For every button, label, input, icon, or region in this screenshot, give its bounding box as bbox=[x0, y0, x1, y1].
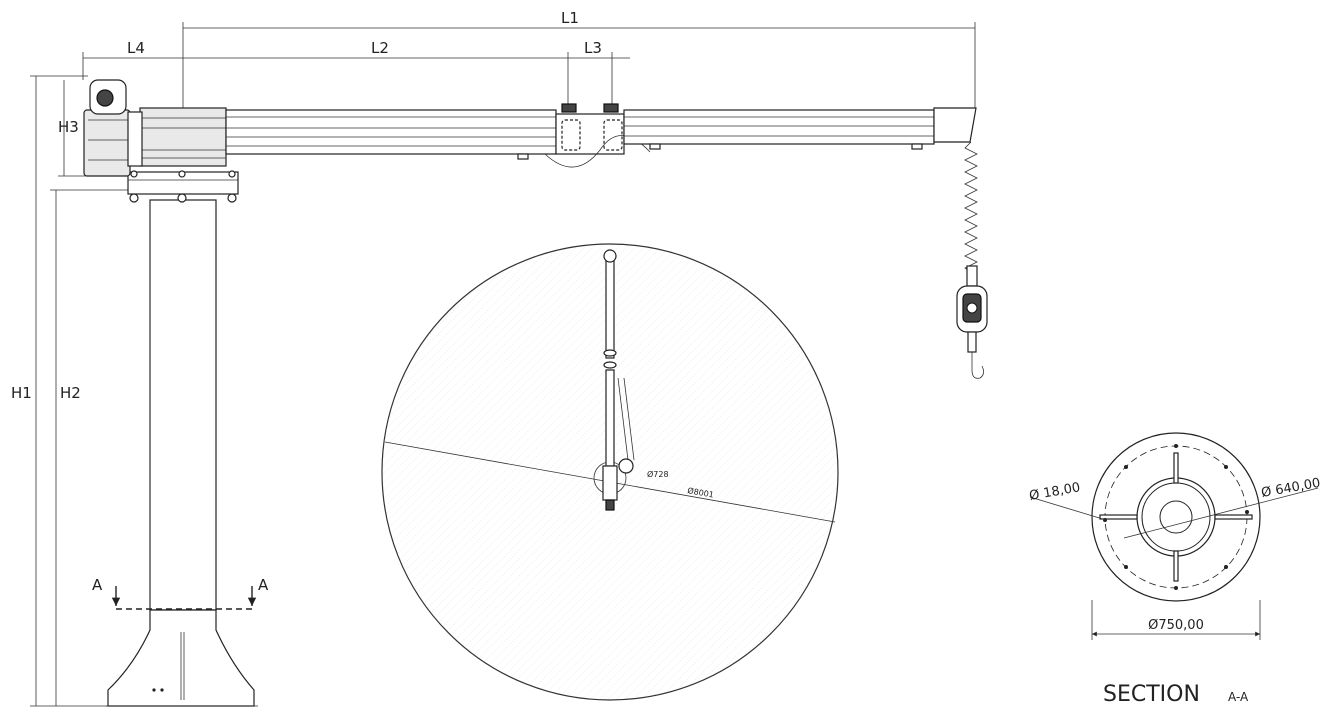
section-marker-left: A bbox=[92, 576, 103, 594]
plan-outer-diameter-label: Ø8001 bbox=[687, 485, 715, 499]
label-l1: L1 bbox=[561, 9, 579, 27]
bolt-circle-diameter-label: Ø 640,00 bbox=[1260, 476, 1322, 501]
section-marker-right: A bbox=[258, 576, 269, 594]
jib-arm-outer bbox=[623, 107, 977, 150]
label-l2: L2 bbox=[371, 39, 389, 57]
label-h1: H1 bbox=[11, 384, 32, 402]
dimension-l3: L3 bbox=[568, 39, 630, 110]
dimension-h3: H3 bbox=[58, 80, 128, 177]
section-a-a: Ø 18,00 Ø 640,00 Ø750,00 SECTION A-A bbox=[1028, 432, 1322, 707]
elevation-view: L1 L4 L2 L3 H1 H2 bbox=[11, 9, 988, 707]
dimension-l4: L4 bbox=[82, 39, 183, 80]
dimension-h2: H2 bbox=[50, 189, 132, 706]
base-plate-circle bbox=[1091, 432, 1261, 602]
base-diameter-label: Ø750,00 bbox=[1148, 618, 1204, 633]
label-l4: L4 bbox=[127, 39, 145, 57]
slewing-ring bbox=[127, 107, 227, 167]
section-subtitle: A-A bbox=[1228, 690, 1249, 704]
dimension-h1: H1 bbox=[11, 75, 108, 707]
label-h3: H3 bbox=[58, 118, 79, 136]
bolt-hole-diameter-label: Ø 18,00 bbox=[1028, 480, 1081, 504]
label-h2: H2 bbox=[60, 384, 81, 402]
slewing-flange bbox=[127, 170, 239, 203]
plan-view: Ø728 Ø8001 bbox=[381, 243, 839, 701]
section-title: SECTION bbox=[1103, 682, 1200, 707]
dimension-l1: L1 bbox=[182, 9, 976, 110]
jib-arm-inner bbox=[225, 109, 557, 160]
drive-motor bbox=[83, 79, 131, 177]
plan-inner-diameter-label: Ø728 bbox=[647, 469, 669, 479]
section-cut-line: A A bbox=[92, 576, 269, 610]
label-l3: L3 bbox=[584, 39, 602, 57]
balancer-hook bbox=[956, 141, 988, 379]
pillar bbox=[106, 199, 258, 707]
articulation-joint bbox=[544, 103, 651, 168]
dimension-l2: L2 bbox=[183, 39, 569, 110]
